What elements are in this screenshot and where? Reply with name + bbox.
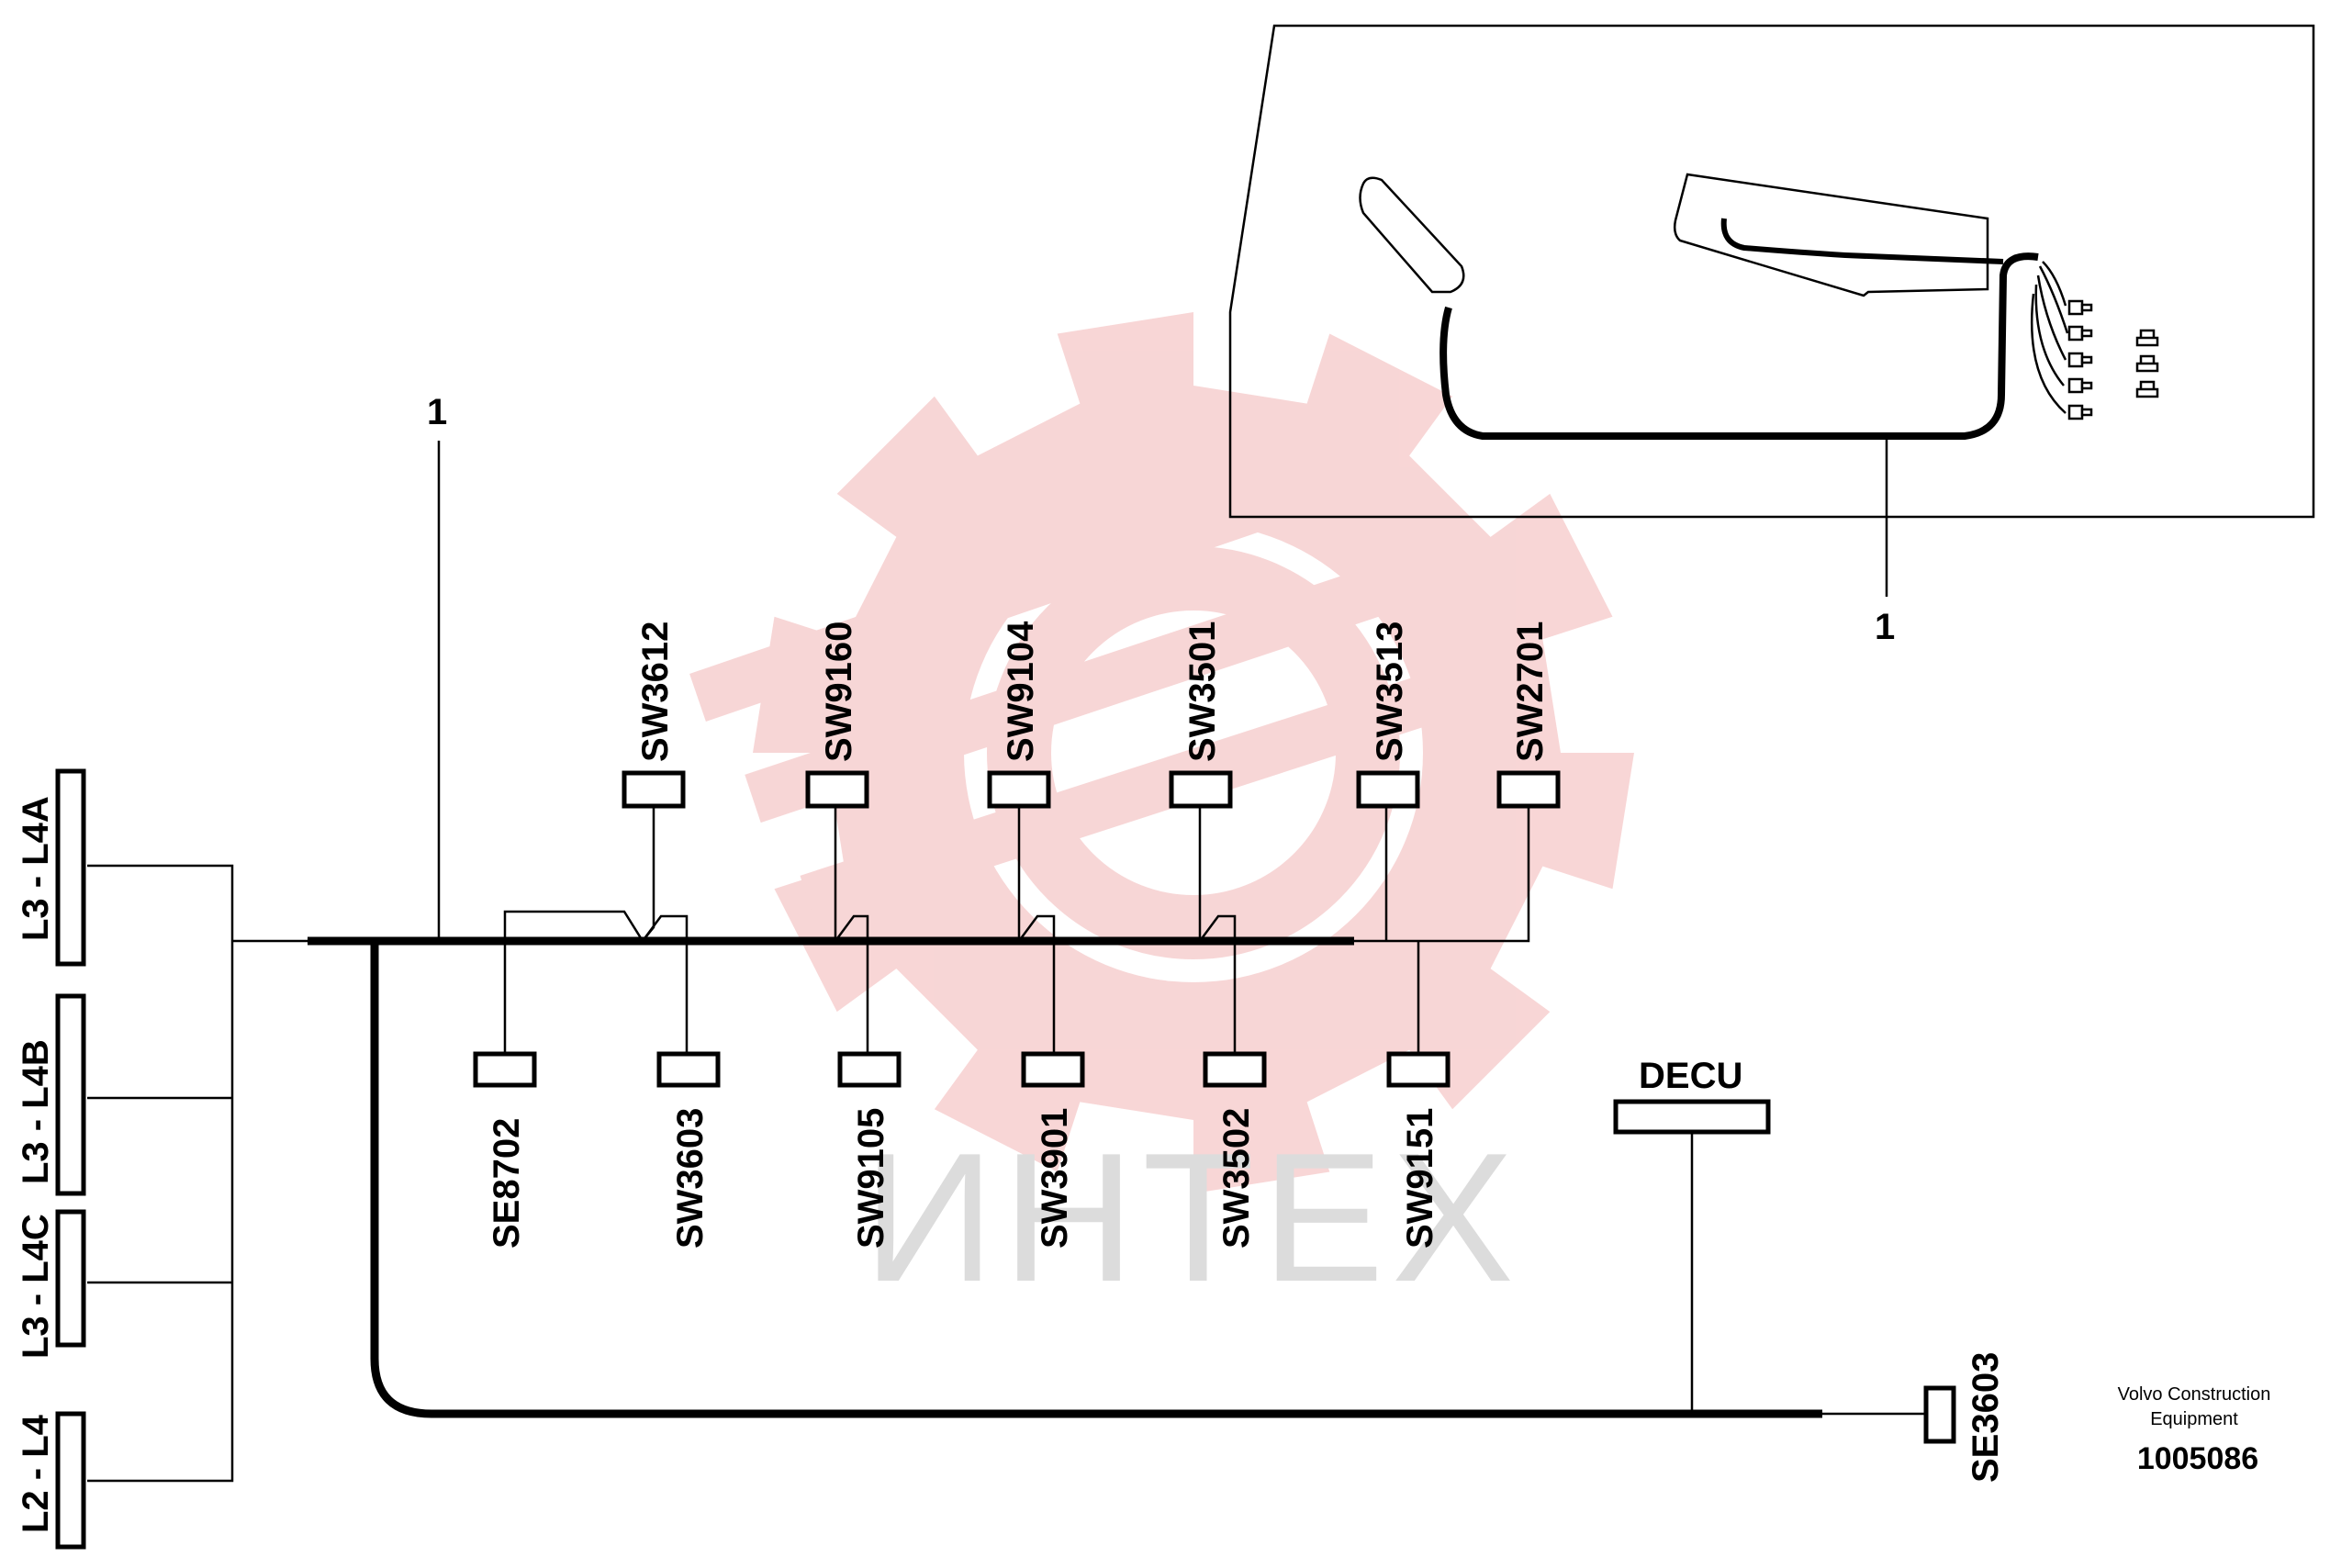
top-switch-sw2701: SW2701 — [1496, 622, 1561, 809]
inset-callout-number: 1 — [1875, 607, 1895, 647]
lower-harness-branch — [370, 941, 1822, 1418]
watermark-stripe — [800, 673, 1440, 924]
bottom-switch-drops — [685, 941, 1420, 1054]
drawing-number: 1005086 — [2137, 1441, 2258, 1476]
side-connector-wiring — [87, 864, 308, 1483]
side-connector-label: L3 - L4C — [16, 1214, 56, 1359]
switch-label: SW3901 — [1035, 1108, 1075, 1249]
side-connector-l3-l4b: L3 - L4B — [16, 993, 86, 1196]
bottom-switch-sw3603: SW3603 — [656, 1051, 721, 1249]
watermark-gear-logo — [689, 312, 1634, 1193]
company-name-line1: Volvo Construction — [2118, 1384, 2271, 1405]
end-sensor-se3603: SE3603 — [1923, 1352, 2006, 1483]
decu-unit: DECU — [1613, 1056, 1771, 1135]
top-switch-sw3612: SW3612 — [622, 622, 686, 809]
watermark-stripe — [745, 563, 1395, 823]
side-connector-l3-l4a: L3 - L4A — [16, 768, 86, 967]
company-name-line2: Equipment — [2150, 1409, 2238, 1429]
switch-label: SW3603 — [670, 1108, 711, 1249]
side-connector-label: L3 - L4B — [16, 1039, 56, 1184]
switch-label: SW3502 — [1216, 1108, 1257, 1249]
side-connector-label: L3 - L4A — [16, 796, 56, 941]
bottom-switch-sw9105: SW9105 — [837, 1051, 902, 1249]
sw2701-wire — [1354, 790, 1530, 943]
switch-label: SW3612 — [635, 622, 676, 762]
side-connector-l2-l4: L2 - L4 — [16, 1411, 86, 1550]
inset-panel: 1 — [1228, 24, 2315, 647]
bottom-switch-sw3901: SW3901 — [1021, 1051, 1085, 1249]
side-connector-l3-l4c: L3 - L4C — [16, 1209, 86, 1359]
main-callout-number: 1 — [427, 392, 447, 432]
decu-label: DECU — [1639, 1056, 1742, 1096]
inset-harness — [1439, 252, 2039, 440]
watermark-text: ИНТЕХ — [863, 1115, 1521, 1320]
switch-label: SW2701 — [1510, 622, 1551, 762]
switch-label: SE8702 — [487, 1118, 527, 1249]
inset-panel-right — [1673, 173, 1989, 297]
top-switch-sw3513: SW3513 — [1356, 622, 1420, 809]
title-block: Volvo Construction Equipment 1005086 — [2118, 1384, 2271, 1476]
switch-label: SW3513 — [1370, 622, 1410, 762]
inset-connector-plugs — [2067, 299, 2159, 420]
switch-label: SW9160 — [819, 622, 859, 762]
switch-label: SW9151 — [1400, 1108, 1440, 1249]
inset-connector-branches — [2030, 261, 2069, 414]
end-sensor-label: SE3603 — [1966, 1352, 2006, 1483]
top-switch-sw9160: SW9160 — [805, 622, 869, 809]
bottom-switch-se8702: SE8702 — [473, 1051, 537, 1249]
top-switch-sw3501: SW3501 — [1169, 622, 1233, 809]
top-switch-sw9104: SW9104 — [987, 621, 1051, 809]
watermark-stripe — [689, 453, 1349, 722]
switch-label: SW3501 — [1182, 622, 1223, 762]
top-switch-drops — [503, 808, 1388, 1054]
side-connector-label: L2 - L4 — [16, 1414, 56, 1533]
watermark-gear-ring — [987, 546, 1400, 959]
bottom-switch-sw3502: SW3502 — [1203, 1051, 1267, 1249]
switch-label: SW9105 — [851, 1108, 891, 1249]
inset-grip-left — [1359, 176, 1465, 294]
bottom-switch-sw9151: SW9151 — [1386, 1051, 1451, 1249]
switch-label: SW9104 — [1001, 621, 1041, 762]
